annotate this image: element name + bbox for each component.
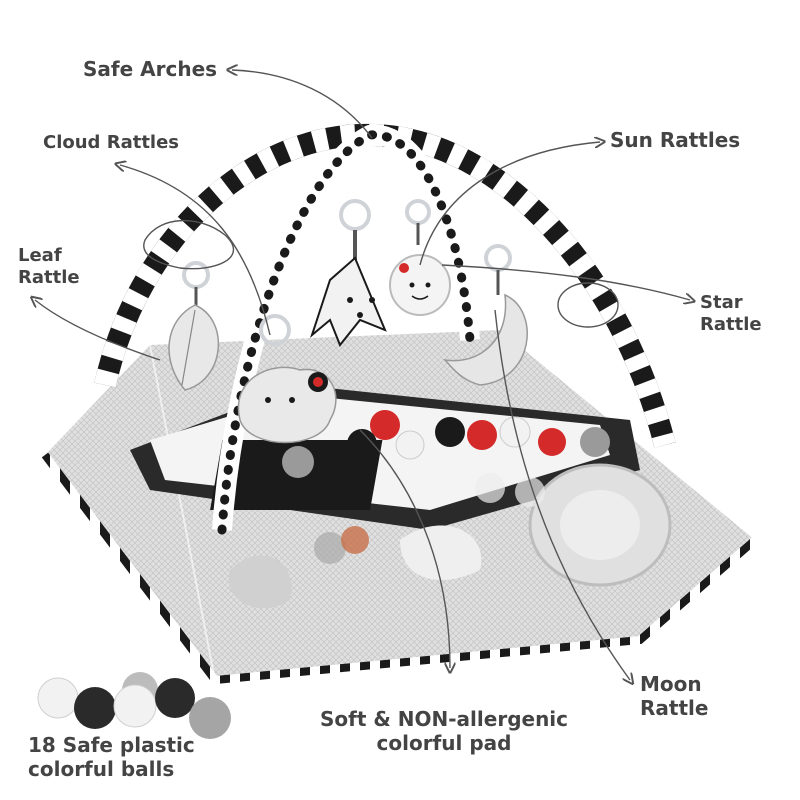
label-leaf-rattle: Leaf Rattle bbox=[18, 245, 80, 289]
label-star-rattle-line-1: Star bbox=[700, 292, 743, 313]
label-pad: Soft & NON-allergenic colorful pad bbox=[320, 707, 568, 756]
label-moon-rattle-line-1: Moon bbox=[640, 672, 702, 696]
label-sun-rattles: Sun Rattles bbox=[610, 128, 741, 152]
moon-rattle-arrow bbox=[494, 309, 630, 680]
label-pad-line-2: colorful pad bbox=[376, 731, 512, 756]
label-moon-rattle-line-2: Rattle bbox=[640, 696, 709, 721]
label-balls-line-1: 18 Safe plastic bbox=[28, 733, 195, 757]
label-pad-line-1: Soft & NON-allergenic bbox=[320, 707, 569, 731]
label-leaf-rattle-line-2: Rattle bbox=[18, 266, 80, 288]
label-safe-arches: Safe Arches bbox=[83, 57, 218, 81]
label-moon-rattle: Moon Rattle bbox=[640, 672, 708, 721]
cloud-rattle-graphic bbox=[237, 314, 337, 444]
label-star-rattle-line-2: Rattle bbox=[700, 313, 762, 335]
moon-rattle-graphic bbox=[442, 244, 528, 386]
mat-balls bbox=[282, 410, 610, 564]
annotation-arrows bbox=[35, 70, 690, 680]
label-cloud-rattles: Cloud Rattles bbox=[43, 132, 180, 153]
cloud-rattles-loop bbox=[143, 219, 234, 270]
pad-arrow bbox=[359, 429, 450, 668]
sun-rattles-arrow bbox=[419, 142, 600, 266]
safe-arches-arrow bbox=[232, 70, 373, 139]
sun-rattle-graphic bbox=[389, 199, 451, 316]
loose-balls bbox=[37, 672, 231, 739]
leaf-rattle-graphic bbox=[168, 261, 220, 391]
safe-arches-graphic bbox=[94, 123, 676, 535]
star-rattle-loop bbox=[557, 282, 619, 328]
label-balls-line-2: colorful balls bbox=[28, 757, 175, 782]
star-rattle-graphic bbox=[309, 199, 387, 347]
label-balls: 18 Safe plastic colorful balls bbox=[28, 733, 195, 782]
leaf-rattle-arrow bbox=[35, 300, 161, 361]
star-rattle-arrow bbox=[441, 264, 690, 300]
cloud-rattles-arrow bbox=[120, 165, 271, 336]
label-leaf-rattle-line-1: Leaf bbox=[18, 245, 62, 266]
label-star-rattle: Star Rattle bbox=[700, 292, 762, 336]
